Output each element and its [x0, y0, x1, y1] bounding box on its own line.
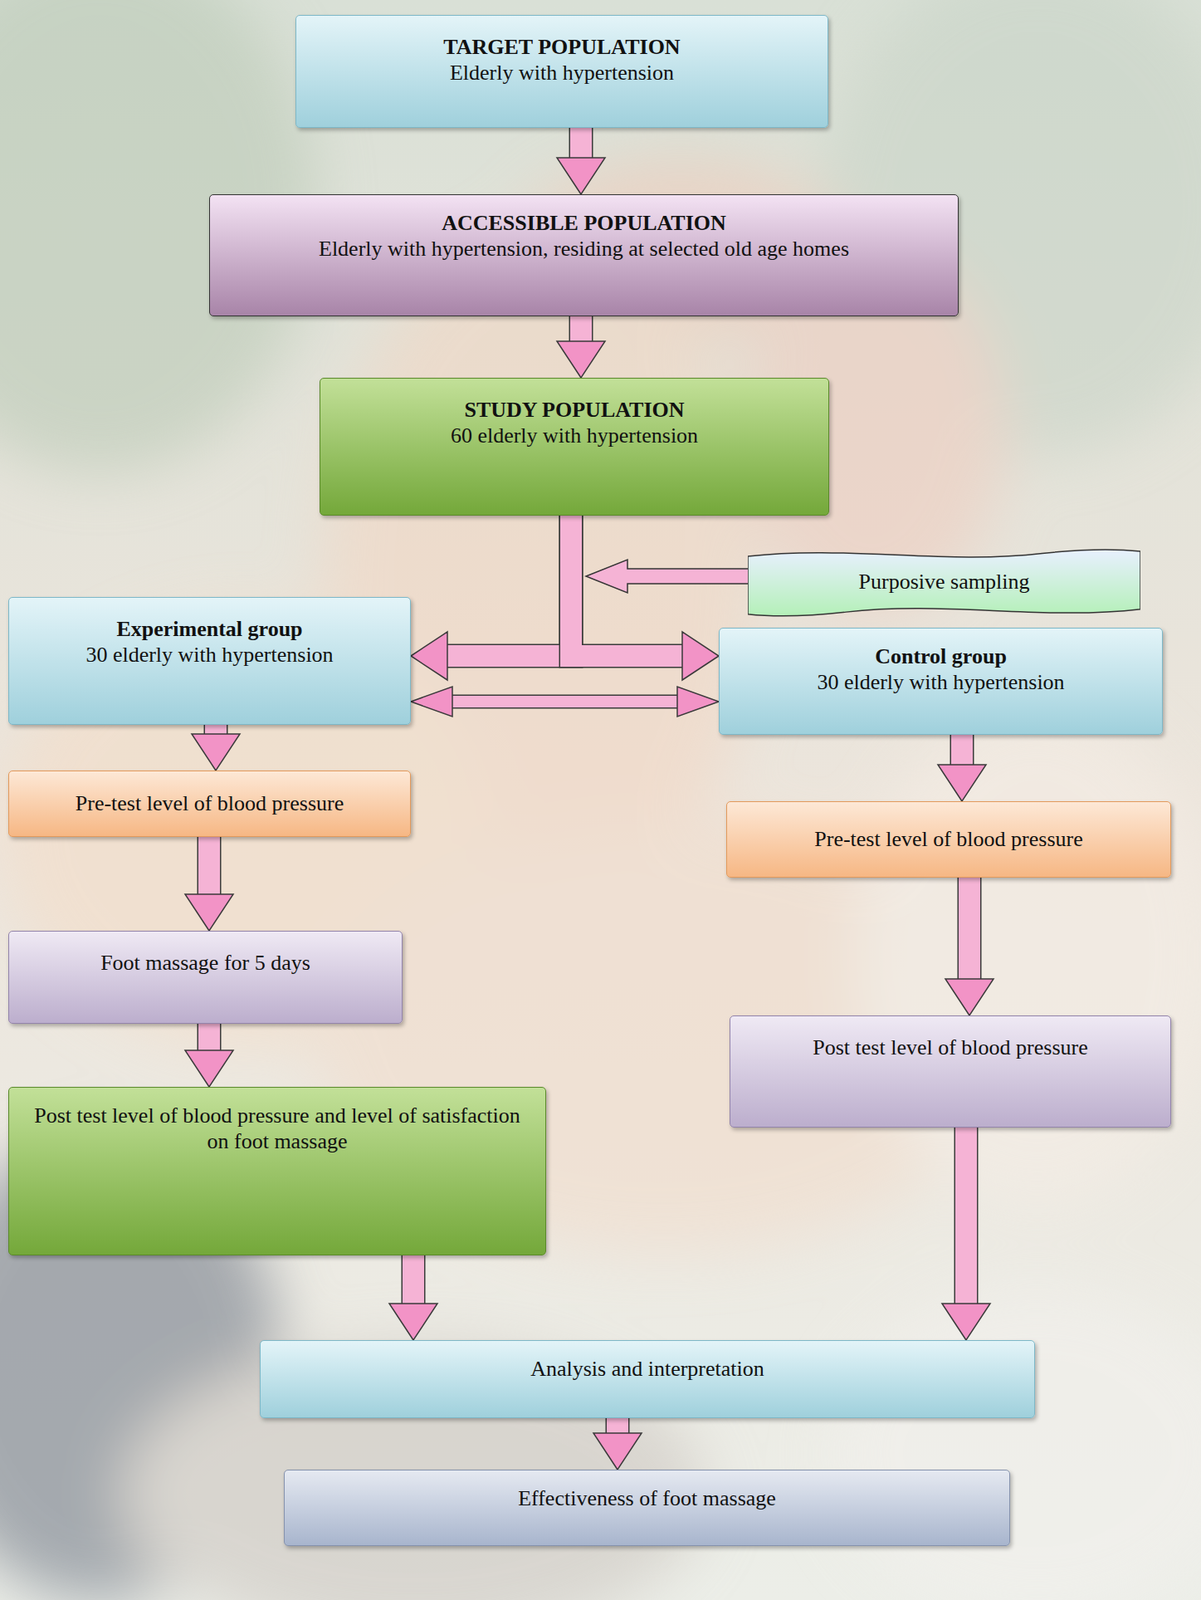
arrow-outline — [571, 515, 684, 656]
arrow-shaft — [955, 1127, 977, 1305]
population-box: ACCESSIBLE POPULATIONElderly with hypert… — [209, 194, 959, 317]
arrow-outline — [957, 877, 982, 981]
arrow-shaft — [445, 515, 572, 656]
arrow-head — [556, 157, 606, 195]
process-box: Post test level of blood pressure — [729, 1015, 1172, 1128]
arrow-head — [593, 1432, 642, 1470]
population-box: STUDY POPULATION60 elderly with hyperten… — [319, 377, 830, 516]
block-arrow — [571, 515, 719, 680]
box-text: Analysis and interpretation — [530, 1355, 765, 1382]
block-arrow — [556, 316, 606, 378]
box-heading: STUDY POPULATION — [463, 396, 684, 423]
arrow-outline — [450, 694, 679, 709]
process-box: Post test level of blood pressure and le… — [8, 1086, 547, 1255]
block-arrow — [945, 877, 994, 1016]
sampling-arrow-shape — [585, 559, 752, 593]
process-box: Analysis and interpretation — [259, 1339, 1036, 1418]
arrow-shaft — [198, 836, 220, 896]
box-text: Pre-test level of blood pressure — [75, 790, 344, 816]
block-arrow — [593, 1417, 642, 1470]
process-box: Pre-test level of blood pressure — [726, 800, 1172, 878]
group-box: Control group30 elderly with hypertensio… — [718, 627, 1163, 735]
block-arrow — [191, 724, 240, 771]
arrow-head — [677, 686, 719, 717]
arrow-head — [185, 893, 234, 931]
box-text: Elderly with hypertension — [449, 59, 674, 86]
arrow-outline — [605, 1417, 630, 1435]
arrow-head — [682, 631, 719, 680]
block-arrow — [389, 1254, 438, 1340]
box-text: Effectiveness of foot massage — [517, 1484, 777, 1511]
population-box: TARGET POPULATIONElderly with hypertensi… — [295, 14, 829, 128]
arrow-head — [410, 631, 448, 680]
sampling-arrow — [585, 559, 752, 593]
block-arrow — [185, 836, 234, 931]
box-text: Purposive sampling — [859, 568, 1031, 595]
arrow-shaft — [606, 1417, 629, 1435]
arrow-outline — [950, 734, 975, 767]
block-arrow — [410, 515, 572, 680]
arrow-shaft — [570, 127, 592, 160]
arrow-outline — [401, 1254, 426, 1305]
box-text: Post test level of blood pressure and le… — [20, 1102, 534, 1154]
arrow-head — [410, 686, 453, 717]
box-heading: Control group — [874, 643, 1007, 669]
arrow-shaft — [450, 695, 679, 708]
box-heading: TARGET POPULATION — [443, 34, 680, 60]
arrow-shaft — [402, 1254, 425, 1305]
process-box: Pre-test level of blood pressure — [8, 770, 411, 837]
box-text: Foot massage for 5 days — [100, 949, 311, 976]
block-arrow — [937, 734, 987, 801]
outcome-box: Effectiveness of foot massage — [283, 1469, 1011, 1546]
block-arrow — [185, 1023, 234, 1087]
group-box: Experimental group30 elderly with hypert… — [8, 596, 411, 725]
arrow-outline — [569, 127, 594, 160]
banner-shape — [747, 549, 1141, 616]
arrow-head — [937, 764, 987, 801]
arrow-outline — [569, 316, 594, 343]
block-arrow — [556, 127, 606, 195]
box-heading: Experimental group — [116, 615, 303, 642]
process-box: Foot massage for 5 days — [8, 930, 403, 1024]
block-arrow — [410, 686, 719, 717]
box-text: 30 elderly with hypertension — [816, 668, 1065, 695]
arrow-head — [942, 1303, 991, 1340]
arrow-shaft — [570, 316, 592, 343]
box-text: 60 elderly with hypertension — [450, 422, 699, 449]
arrow-head — [191, 733, 240, 771]
box-text: 30 elderly with hypertension — [85, 641, 333, 668]
box-text: Post test level of blood pressure — [812, 1034, 1088, 1060]
box-heading: ACCESSIBLE POPULATION — [441, 209, 727, 236]
arrow-head — [556, 341, 606, 378]
arrow-outline — [197, 1023, 222, 1052]
arrow-outline — [954, 1127, 979, 1305]
arrow-head — [389, 1303, 438, 1340]
block-arrow — [942, 1127, 991, 1340]
box-text: Elderly with hypertension, residing at s… — [318, 235, 850, 262]
sampling-banner: Purposive sampling — [747, 546, 1141, 618]
arrow-shaft — [571, 515, 684, 656]
arrow-head — [945, 978, 994, 1016]
box-text: Pre-test level of blood pressure — [814, 825, 1083, 852]
arrow-shaft — [951, 734, 973, 767]
arrow-shaft — [958, 877, 981, 981]
arrow-head — [185, 1049, 234, 1087]
arrow-outline — [445, 515, 572, 656]
arrow-shaft — [198, 1023, 220, 1052]
arrow-outline — [197, 836, 222, 896]
